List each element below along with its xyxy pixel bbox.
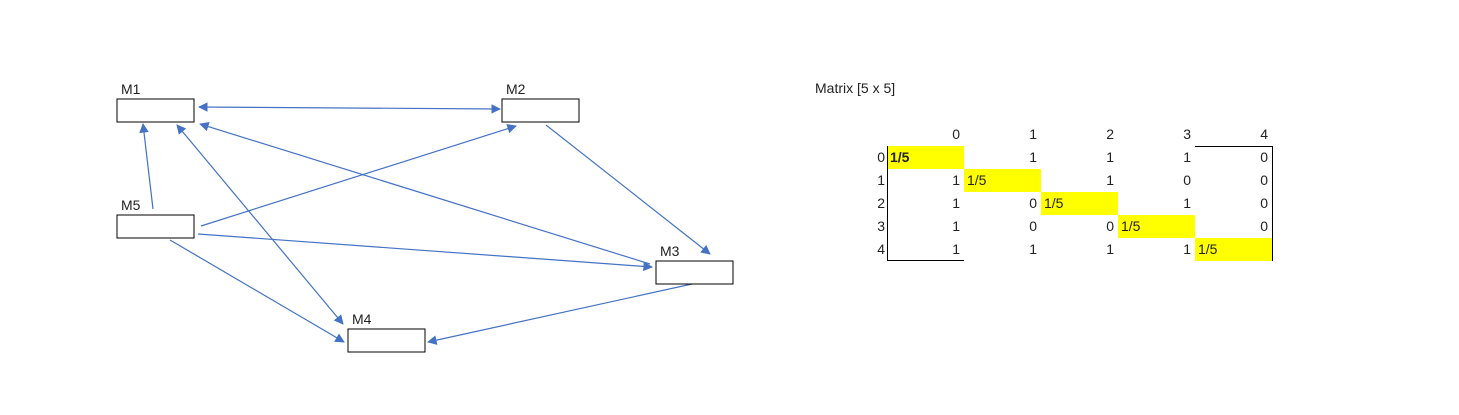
matrix-row-header: 1 [877, 172, 885, 188]
matrix-cell: 0 [1260, 218, 1268, 234]
matrix-cell: 1 [1029, 241, 1037, 257]
matrix-border-line [1272, 146, 1273, 261]
matrix-diagonal-cell: 1/5 [964, 169, 1041, 192]
matrix-row-header: 0 [877, 149, 885, 165]
matrix-cell: 1 [1183, 195, 1191, 211]
matrix-title: Matrix [5 x 5] [815, 80, 896, 96]
matrix-cell: 1 [1183, 149, 1191, 165]
matrix-diagonal-cell: 1/5 [887, 146, 964, 169]
edge-m1-m4 [176, 124, 344, 325]
edge-m3-m1 [199, 121, 651, 265]
matrix-cell: 1 [1183, 241, 1191, 257]
matrix-border-line [887, 260, 964, 261]
matrix-row-header: 3 [877, 218, 885, 234]
node-box-m5 [116, 214, 195, 239]
matrix-cell: 0 [1260, 149, 1268, 165]
node-box-m3 [655, 260, 734, 285]
node-box-m4 [347, 328, 426, 353]
edge-m5-m4 [169, 239, 345, 343]
edge-m3-m4 [427, 283, 693, 345]
node-label-m3: M3 [660, 243, 680, 259]
matrix-col-header: 4 [1260, 126, 1268, 142]
matrix-cell: 1 [952, 218, 960, 234]
matrix-border-line [887, 146, 888, 261]
matrix-cell: 0 [1260, 195, 1268, 211]
matrix-cell: 1 [1106, 149, 1114, 165]
matrix-col-header: 1 [1029, 126, 1037, 142]
edge-m2-m3 [545, 124, 711, 255]
matrix-cell: 0 [1029, 218, 1037, 234]
matrix-border-line [1195, 146, 1272, 147]
matrix-cell: 1 [952, 241, 960, 257]
matrix-diagonal-cell: 1/5 [1195, 238, 1272, 261]
node-label-m4: M4 [352, 311, 372, 327]
matrix-cell: 0 [1106, 218, 1114, 234]
matrix-cell: 0 [1260, 172, 1268, 188]
edges-group [139, 102, 711, 345]
matrix-cell: 1 [1106, 172, 1114, 188]
matrix-col-header: 2 [1106, 126, 1114, 142]
edge-m1-m2 [198, 102, 501, 114]
edge-m5-m1 [139, 123, 154, 210]
matrix-row-header: 4 [877, 241, 885, 257]
node-label-m2: M2 [506, 81, 526, 97]
matrix-col-header: 3 [1183, 126, 1191, 142]
matrix-diagonal-cell: 1/5 [1041, 192, 1118, 215]
node-box-m2 [501, 98, 580, 123]
matrix-cell: 1 [1106, 241, 1114, 257]
matrix-cell: 0 [1029, 195, 1037, 211]
matrix-col-header: 0 [952, 126, 960, 142]
node-box-m1 [116, 98, 195, 123]
matrix-cell: 1 [952, 195, 960, 211]
matrix-diagonal-cell: 1/5 [1118, 215, 1195, 238]
node-label-m5: M5 [121, 197, 141, 213]
matrix-row-header: 2 [877, 195, 885, 211]
matrix-cell: 1 [952, 172, 960, 188]
node-label-m1: M1 [121, 81, 141, 97]
edge-m5-m3 [197, 233, 653, 272]
matrix-cell: 0 [1183, 172, 1191, 188]
matrix-cell: 1 [1029, 149, 1037, 165]
